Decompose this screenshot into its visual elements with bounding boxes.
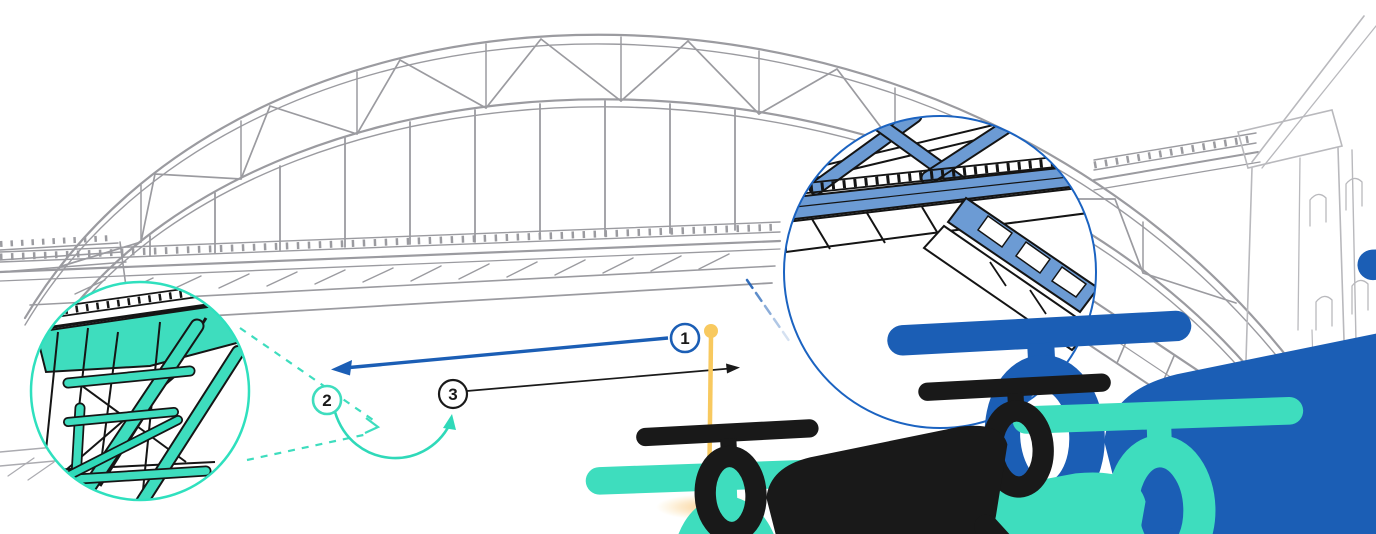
marker-1-label: 1 [680, 329, 689, 348]
teal-callout-dashes [239, 327, 381, 462]
bridge-deck-left [0, 221, 782, 326]
teal-callout-arrowhead [364, 417, 381, 434]
marker-3-badge: 3 [437, 378, 469, 410]
laser-dot [704, 324, 718, 338]
deck-hangers [149, 100, 736, 257]
zoom-circle-left [29, 280, 251, 502]
marker-3-label: 3 [448, 385, 457, 404]
bridge-deck-right [1093, 132, 1261, 191]
arrowhead-up [443, 414, 456, 430]
flight-path-2-swoosh [333, 411, 456, 460]
flight-path-3-arrow [466, 363, 740, 392]
marker-2-badge: 2 [311, 384, 343, 416]
marker-2-label: 2 [322, 391, 331, 410]
arrowhead-left [331, 360, 352, 376]
truss-detail-art [31, 282, 249, 500]
flight-path-1-arrow [331, 336, 669, 376]
zoom-ring-teal [29, 280, 251, 502]
marker-1-badge: 1 [669, 322, 701, 354]
zoom-ring-blue [783, 115, 1097, 429]
arrowhead-right [726, 363, 740, 374]
blue-callout-dashes [745, 278, 790, 342]
